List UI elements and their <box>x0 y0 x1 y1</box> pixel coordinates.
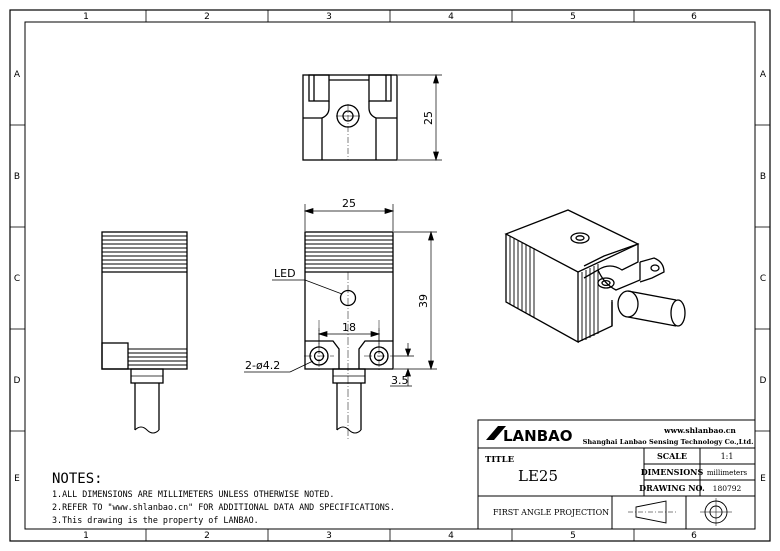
title-label: TITLE <box>485 455 515 465</box>
row-label-right: C <box>760 274 766 284</box>
dimensions-value: millimeters <box>707 469 748 477</box>
note-line: 1.ALL DIMENSIONS ARE MILLIMETERS UNLESS … <box>52 489 334 499</box>
note-line: 3.This drawing is the property of LANBAO… <box>52 515 259 525</box>
inner-border <box>24 21 756 530</box>
col-label-top: 4 <box>448 12 454 22</box>
row-label-left: E <box>14 474 20 484</box>
drawing-no-value: 180792 <box>713 484 742 493</box>
col-label-bottom: 2 <box>204 531 210 541</box>
row-label-left: C <box>14 274 20 284</box>
row-label-right: D <box>760 376 767 386</box>
row-label-left: B <box>14 172 20 182</box>
website-text: www.shlanbao.cn <box>663 426 736 435</box>
col-label-bottom: 4 <box>448 531 454 541</box>
zone-ticks <box>10 10 770 541</box>
note-line: 2.REFER TO "www.shlanbao.cn" FOR ADDITIO… <box>52 502 395 512</box>
col-label-bottom: 6 <box>691 531 697 541</box>
part-number: LE25 <box>518 467 558 485</box>
col-label-top: 2 <box>204 12 210 22</box>
hole-offset-label: 3.5 <box>391 374 409 387</box>
front-width-label: 25 <box>342 197 356 210</box>
col-label-top: 1 <box>83 12 89 22</box>
side-view <box>101 231 188 434</box>
hole-spacing-dimension <box>317 328 381 347</box>
company-text: Shanghai Lanbao Sensing Technology Co.,L… <box>583 438 754 446</box>
projection-symbol-icon <box>628 498 732 526</box>
brand-logo-text: LANBAO <box>503 427 573 445</box>
led-label: LED <box>274 267 296 280</box>
front-height-label: 39 <box>417 294 430 308</box>
col-label-bottom: 3 <box>326 531 332 541</box>
col-label-bottom: 5 <box>570 531 576 541</box>
notes-title: NOTES: <box>52 471 103 487</box>
hole-dia-label: 2-ø4.2 <box>245 359 280 372</box>
column-labels: 1 2 3 4 5 6 1 2 3 4 5 6 <box>83 12 697 541</box>
title-block <box>477 419 756 530</box>
col-label-bottom: 1 <box>83 531 89 541</box>
hole-spacing-label: 18 <box>342 321 356 334</box>
hole-dia-leader <box>244 360 314 373</box>
led-leader <box>272 279 343 295</box>
front-width-dimension <box>303 204 395 231</box>
row-label-left: D <box>14 376 21 386</box>
row-label-right: B <box>760 172 766 182</box>
row-labels: A B C D E A B C D E <box>14 70 767 484</box>
row-label-left: A <box>14 70 21 80</box>
hole-offset-dimension <box>390 343 414 387</box>
row-label-right: A <box>760 70 767 80</box>
drawing-no-label: DRAWING NO. <box>639 483 705 493</box>
isometric-view <box>504 209 686 344</box>
scale-value: 1:1 <box>721 452 734 461</box>
col-label-top: 5 <box>570 12 576 22</box>
projection-text: FIRST ANGLE PROJECTION <box>493 508 609 517</box>
col-label-top: 6 <box>691 12 697 22</box>
top-height-label: 25 <box>422 111 435 125</box>
scale-label: SCALE <box>657 451 687 461</box>
top-view <box>302 74 398 161</box>
top-height-dimension <box>398 73 442 162</box>
dimensions-label: DIMENSIONS <box>641 467 704 477</box>
center-lines <box>304 272 394 440</box>
lanbao-logo: LANBAO <box>486 426 573 445</box>
col-label-top: 3 <box>326 12 332 22</box>
row-label-right: E <box>760 474 766 484</box>
front-height-dimension <box>394 230 437 371</box>
